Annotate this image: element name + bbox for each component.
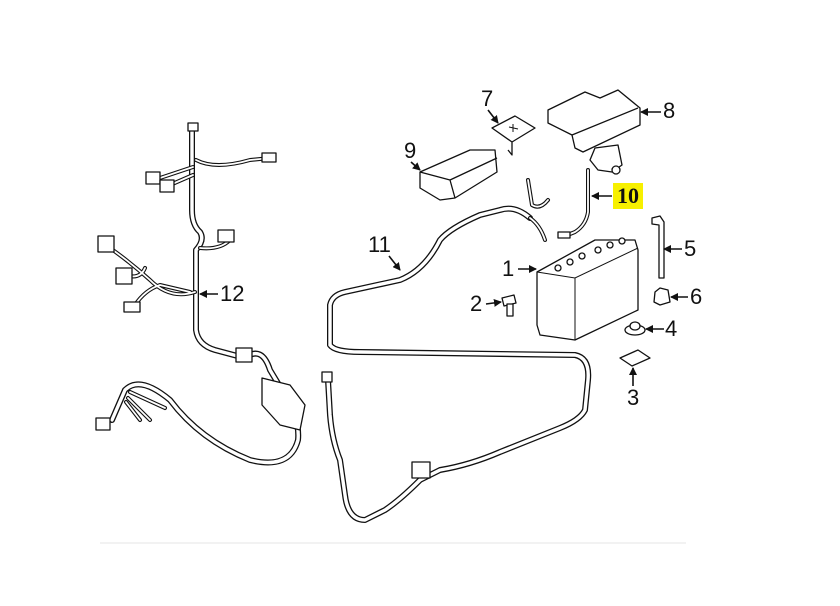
callout-11[interactable]: 11 <box>368 232 391 257</box>
bolt-2 <box>501 294 517 317</box>
bracket-cross <box>508 124 519 132</box>
callout-1[interactable]: 1 <box>502 256 515 281</box>
callout-6[interactable]: 6 <box>690 284 703 309</box>
callout-12[interactable]: 12 <box>220 281 245 306</box>
wiring-harness-12 <box>95 122 306 466</box>
battery-1 <box>536 237 639 341</box>
leader-lines <box>199 108 688 386</box>
callout-2[interactable]: 2 <box>470 291 483 316</box>
nut-6 <box>653 287 671 306</box>
bracket-7 <box>491 115 536 156</box>
battery-cable-11 <box>321 178 592 523</box>
callout-10-highlighted[interactable]: 10 <box>613 183 643 209</box>
cover-8 <box>547 89 641 153</box>
flange-nut-4 <box>624 321 646 336</box>
clamp-3 <box>619 349 651 367</box>
callout-7[interactable]: 7 <box>481 86 494 111</box>
callout-4[interactable]: 4 <box>665 316 678 341</box>
battery-sensor-cable-10 <box>557 144 623 239</box>
callout-9[interactable]: 9 <box>404 138 417 163</box>
callout-3[interactable]: 3 <box>627 385 640 410</box>
hold-down-rod-5 <box>651 215 665 279</box>
module-9 <box>419 149 498 201</box>
callout-5[interactable]: 5 <box>684 236 697 261</box>
callout-8[interactable]: 8 <box>663 98 676 123</box>
